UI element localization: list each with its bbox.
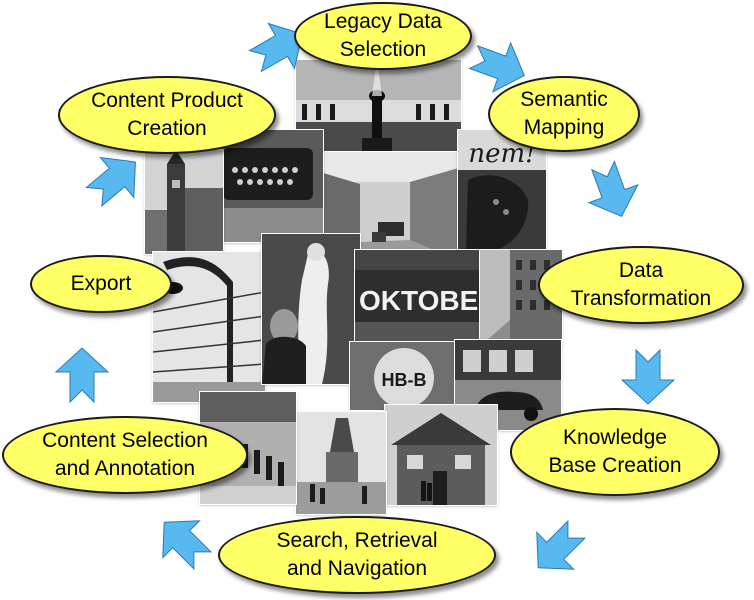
- step-legacy-data-selection: Legacy Data Selection: [294, 2, 472, 70]
- oktober-sign-text: OKTOBER: [359, 285, 499, 316]
- step-label: Legacy Data Selection: [324, 10, 442, 61]
- chevron-arrow-icon: [460, 28, 537, 105]
- step-export: Export: [30, 255, 172, 313]
- chevron-arrow-icon: [574, 152, 651, 229]
- photo-propaganda-poster: nem!: [458, 130, 546, 252]
- photo-balloon: HB-B: [350, 342, 460, 410]
- step-data-transformation: Data Transformation: [538, 246, 744, 324]
- photo-typewriter: [213, 130, 323, 242]
- step-content-product-creation: Content Product Creation: [58, 76, 276, 154]
- step-label: Semantic Mapping: [520, 88, 608, 139]
- balloon-text: HB-B: [382, 370, 427, 390]
- step-label: Search, Retrieval and Navigation: [276, 529, 438, 580]
- step-content-selection-annotation: Content Selection and Annotation: [2, 416, 248, 494]
- chevron-arrow-icon: [237, 7, 319, 89]
- chevron-arrow-icon: [142, 500, 227, 585]
- step-label: Content Product Creation: [91, 89, 243, 140]
- step-label: Knowledge Base Creation: [548, 426, 682, 477]
- chevron-arrow-icon: [618, 346, 678, 406]
- chevron-arrow-icon: [72, 138, 157, 223]
- photo-monument-crowd: [296, 412, 386, 514]
- chevron-arrow-icon: [516, 506, 601, 591]
- step-label: Export: [70, 272, 132, 295]
- photo-church-tower: [145, 150, 223, 254]
- step-knowledge-base-creation: Knowledge Base Creation: [510, 408, 720, 496]
- chevron-arrow-icon: [52, 346, 112, 406]
- photo-sculptor: [262, 234, 360, 384]
- photo-barbed-wire: [153, 252, 265, 402]
- step-semantic-mapping: Semantic Mapping: [488, 76, 640, 152]
- photo-marching-parade: [200, 392, 296, 504]
- step-label: Data Transformation: [570, 259, 712, 310]
- step-label: Content Selection and Annotation: [42, 429, 208, 480]
- step-search-retrieval-navigation: Search, Retrieval and Navigation: [218, 516, 496, 594]
- photo-house-family: [385, 405, 497, 505]
